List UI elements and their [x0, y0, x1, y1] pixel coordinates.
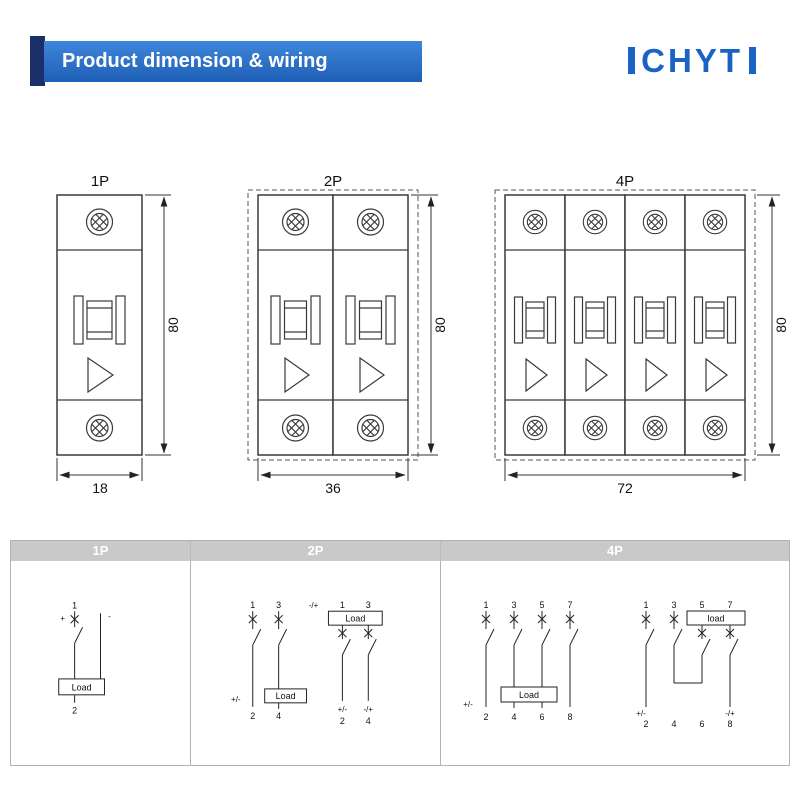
- wiring-4p-lines: [481, 610, 746, 708]
- drawing-4p-height-label: 80: [773, 317, 789, 333]
- drawing-4p: 4P 80 72: [494, 173, 789, 496]
- drawing-2p-title: 2P: [324, 173, 342, 190]
- dimension-drawings-svg: 1P 80 18 2P: [0, 173, 789, 496]
- polarity-label: +/-: [463, 700, 473, 709]
- polarity-label: -/+: [309, 601, 319, 610]
- load-box: [686, 610, 746, 626]
- wiring-table: 1P 2P 4P 1: [10, 540, 790, 766]
- terminal-label: 3: [276, 600, 281, 610]
- wiring-header-4p: 4P: [607, 543, 623, 558]
- polarity-label: +: [60, 614, 65, 623]
- wiring-cell-4p: 1 3 5 7 Load +/- 2 4 6 8 1 3 5 7: [441, 561, 789, 765]
- drawing-2p-height-label: 80: [432, 317, 448, 333]
- page-title: Product dimension & wiring: [62, 50, 328, 72]
- terminal-label: 1: [340, 600, 345, 610]
- breaker-pole: [565, 195, 625, 455]
- wiring-diagram-4p: 1 3 5 7 Load +/- 2 4 6 8 1 3 5 7: [463, 600, 746, 729]
- logo-left-bar-icon: [628, 47, 636, 74]
- wiring-diagram-1p: 1 + - Load 2: [58, 600, 111, 716]
- load-label: Load: [345, 614, 365, 624]
- load-box: [264, 688, 308, 704]
- load-box: [58, 678, 105, 696]
- polarity-label: -/+: [364, 705, 374, 714]
- drawing-1p-height-label: 80: [165, 317, 181, 333]
- terminal-label: 5: [539, 600, 544, 610]
- dimension-lines-2p: [257, 194, 438, 481]
- load-label: Load: [276, 691, 296, 701]
- terminal-label: 6: [539, 712, 544, 722]
- terminal-label: 2: [250, 711, 255, 721]
- load-box: [327, 610, 383, 626]
- polarity-label: +/-: [231, 695, 241, 704]
- wiring-table-body: 1 + - Load 2: [11, 561, 789, 765]
- breaker-pole: [625, 195, 685, 455]
- brand-logo: CHYT: [628, 44, 756, 77]
- drawing-1p-title: 1P: [91, 173, 109, 190]
- load-box: [500, 686, 558, 703]
- terminal-label: 2: [340, 716, 345, 726]
- terminal-label: 4: [511, 712, 516, 722]
- drawing-2p: 2P 80 36: [247, 173, 448, 496]
- load-label: Load: [519, 690, 539, 700]
- wiring-header-2p: 2P: [191, 541, 441, 561]
- terminal-label: 6: [699, 719, 704, 729]
- dimension-lines-4p: [504, 194, 780, 481]
- load-label: Load: [72, 682, 92, 692]
- terminal-label: 4: [671, 719, 676, 729]
- terminal-label: 7: [567, 600, 572, 610]
- polarity-label: -: [108, 612, 111, 621]
- terminal-label: 1: [250, 600, 255, 610]
- wiring-1p-lines: [58, 611, 105, 703]
- terminal-label: 2: [483, 712, 488, 722]
- terminal-label: 2: [72, 706, 77, 716]
- polarity-label: +/-: [338, 705, 348, 714]
- terminal-label: 1: [643, 600, 648, 610]
- load-label: load: [707, 614, 724, 624]
- header-accent-bar: [30, 36, 45, 86]
- wiring-table-header: 1P 2P 4P: [11, 541, 789, 561]
- terminal-label: 4: [276, 711, 281, 721]
- breaker-pole: [685, 195, 745, 455]
- terminal-label: 1: [483, 600, 488, 610]
- dimension-lines-1p: [56, 194, 171, 481]
- polarity-label: -/+: [725, 709, 735, 718]
- terminal-label: 3: [511, 600, 516, 610]
- wiring-diagram-2p: 1 3 +/- Load 2 4 -/+ 1 3 Load +/- -/+ 2 …: [231, 600, 383, 726]
- logo-text: CHYT: [641, 42, 743, 79]
- breaker-pole: [333, 195, 408, 455]
- drawing-4p-width-label: 72: [617, 480, 633, 496]
- wiring-2p-lines: [248, 610, 383, 709]
- drawing-2p-width-label: 36: [325, 480, 341, 496]
- wiring-cell-1p: 1 + - Load 2: [11, 561, 191, 765]
- wiring-header-1p: 1P: [11, 541, 191, 561]
- dimension-drawings-section: 1P 80 18 2P: [0, 150, 800, 510]
- terminal-label: 3: [671, 600, 676, 610]
- terminal-label: 8: [567, 712, 572, 722]
- terminal-label: 8: [727, 719, 732, 729]
- terminal-label: 2: [643, 719, 648, 729]
- polarity-label: +/-: [636, 709, 646, 718]
- envelope-dashed-2p: [247, 189, 419, 461]
- drawing-1p: 1P 80 18: [57, 173, 181, 496]
- breaker-pole: [57, 195, 142, 455]
- terminal-label: 5: [699, 600, 704, 610]
- terminal-label: 3: [366, 600, 371, 610]
- drawing-4p-title: 4P: [616, 173, 634, 190]
- logo-right-bar-icon: [749, 47, 756, 74]
- terminal-label: 7: [727, 600, 732, 610]
- terminal-label: 4: [366, 716, 371, 726]
- wiring-cell-2p: 1 3 +/- Load 2 4 -/+ 1 3 Load +/- -/+ 2 …: [191, 561, 441, 765]
- envelope-dashed-4p: [494, 189, 756, 461]
- terminal-label: 1: [72, 600, 77, 610]
- breaker-pole: [505, 195, 565, 455]
- breaker-pole: [258, 195, 333, 455]
- header-banner: Product dimension & wiring: [44, 41, 422, 82]
- drawing-1p-width-label: 18: [92, 480, 108, 496]
